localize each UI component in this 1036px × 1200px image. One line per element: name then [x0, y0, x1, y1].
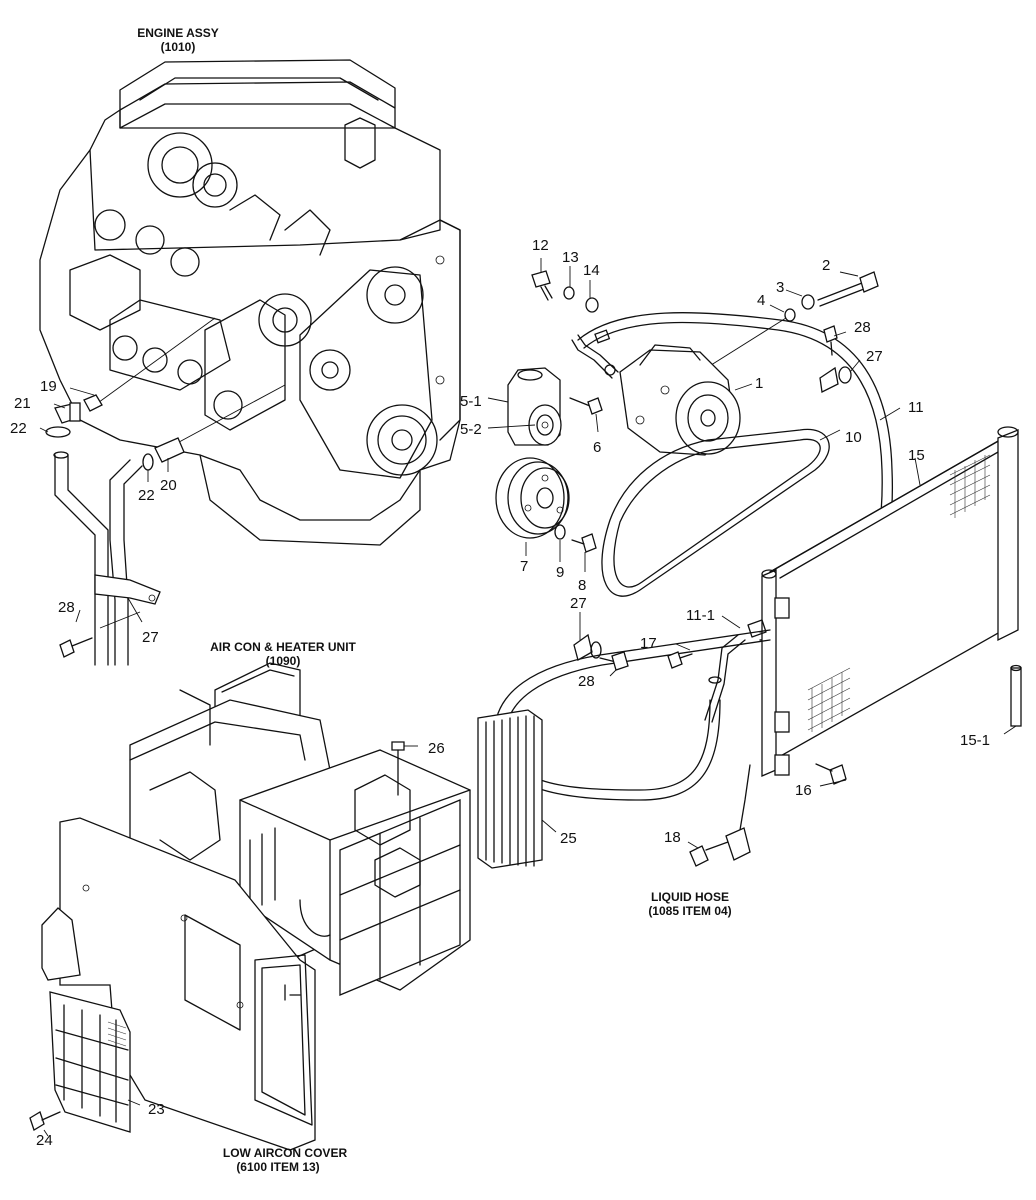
callout-24: 24 — [36, 1132, 53, 1149]
callout-25: 25 — [560, 830, 577, 847]
bolt-28-left — [59, 637, 93, 658]
callout-17: 17 — [640, 635, 657, 652]
callout-21: 21 — [14, 395, 31, 412]
callout-2: 2 — [822, 257, 830, 274]
callout-8: 8 — [578, 577, 586, 594]
condenser-15 — [747, 426, 1019, 777]
callout-27c: 27 — [570, 595, 587, 612]
callout-26: 26 — [428, 740, 445, 757]
fitting-19 — [83, 394, 103, 412]
callout-27b: 27 — [142, 629, 159, 646]
callout-27a: 27 — [866, 348, 883, 365]
callout-7: 7 — [520, 558, 528, 575]
bolt-28-lower — [599, 651, 629, 671]
idler-pulley-7 — [495, 457, 570, 539]
bolt-17 — [667, 651, 693, 669]
bolt-16 — [815, 763, 847, 785]
bolt-6 — [569, 397, 603, 415]
washer-9 — [554, 524, 566, 540]
liquid-line-11-1 — [704, 634, 751, 831]
fitting-20 — [142, 437, 185, 471]
washer-3 — [801, 294, 815, 310]
callout-4: 4 — [757, 292, 765, 309]
low-aircon-cover — [41, 817, 316, 1151]
bolt-28-upper — [823, 325, 838, 356]
callout-28a: 28 — [854, 319, 871, 336]
clamp-27-lower — [573, 633, 602, 661]
washer-4 — [784, 308, 796, 322]
liquid-hose-caption-line2: (1085 ITEM 04) — [648, 904, 731, 918]
bolt-2 — [817, 271, 879, 307]
callout-10: 10 — [845, 429, 862, 446]
callout-28c: 28 — [578, 673, 595, 690]
bolt-12 — [531, 270, 553, 301]
callout-9: 9 — [556, 564, 564, 581]
liquid-hose-caption-line1: LIQUID HOSE — [651, 890, 729, 904]
elbow-fitting-21 — [54, 402, 81, 424]
callout-16: 16 — [795, 782, 812, 799]
washer-14 — [585, 297, 599, 313]
washer-13 — [563, 286, 575, 300]
aircon-heater-caption-line1: AIR CON & HEATER UNIT — [210, 640, 356, 654]
air-filter-25 — [477, 709, 543, 869]
drive-belt-10 — [601, 428, 830, 597]
receiver-drier-15-1 — [1010, 664, 1022, 727]
bolt-8 — [571, 533, 597, 553]
engine-assy-caption-line1: ENGINE ASSY — [137, 26, 219, 40]
low-aircon-cover-caption-line2: (6100 ITEM 13) — [236, 1160, 319, 1174]
callout-18: 18 — [664, 829, 681, 846]
callout-15: 15 — [908, 447, 925, 464]
callout-11-1: 11-1 — [686, 607, 715, 624]
callout-5-2: 5-2 — [460, 421, 482, 438]
idler-bracket-5 — [507, 367, 562, 446]
compressor-1 — [619, 344, 741, 456]
low-aircon-cover-caption-line1: LOW AIRCON COVER — [223, 1146, 348, 1160]
fitting-18 — [689, 827, 751, 867]
callout-13: 13 — [562, 249, 579, 266]
callout-19: 19 — [40, 378, 57, 395]
callout-12: 12 — [532, 237, 549, 254]
engine-assy-caption-line2: (1010) — [161, 40, 196, 54]
callout-23: 23 — [148, 1101, 165, 1118]
grille-23 — [49, 991, 131, 1133]
callout-14: 14 — [583, 262, 600, 279]
callout-1: 1 — [755, 375, 763, 392]
screw-26 — [391, 741, 405, 796]
callout-6: 6 — [593, 439, 601, 456]
callout-11: 11 — [908, 399, 924, 416]
callout-15-1: 15-1 — [960, 732, 990, 749]
callout-3: 3 — [776, 279, 784, 296]
leader-lines — [39, 258, 1017, 1137]
callout-5-1: 5-1 — [460, 393, 482, 410]
callout-28b: 28 — [58, 599, 75, 616]
engine-assembly — [39, 59, 461, 546]
callout-20: 20 — [160, 477, 177, 494]
callout-22a: 22 — [10, 420, 27, 437]
o-ring-22a — [45, 426, 71, 438]
aircon-heater-unit — [129, 662, 471, 996]
screw-24 — [29, 1111, 61, 1131]
aircon-heater-caption-line2: (1090) — [266, 654, 301, 668]
callout-22b: 22 — [138, 487, 155, 504]
clamp-27-upper — [819, 366, 852, 393]
